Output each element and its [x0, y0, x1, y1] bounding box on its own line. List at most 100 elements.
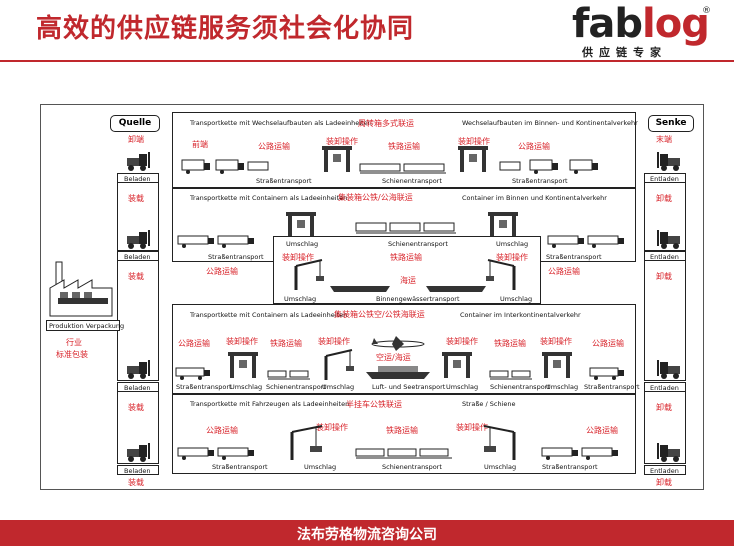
page-title: 高效的供应链服务须社会化协同: [36, 14, 415, 44]
ship-icon: [366, 366, 430, 379]
chain2-road1: 公路运输: [206, 267, 238, 276]
beladen-box-2: Beladen: [117, 251, 159, 261]
chain2-handling2: 装卸操作: [496, 253, 528, 262]
forklift-icon: [127, 230, 150, 249]
chain2-umschlag3: Umschlag: [284, 295, 317, 303]
footer-company: 法布劳格物流咨询公司: [297, 527, 437, 543]
gantry-crane-icon: [442, 352, 472, 378]
chain4-title-right: Straße / Schiene: [462, 400, 516, 408]
sink-unload-1: 卸载: [656, 194, 672, 203]
chain1-title-right: Wechselaufbauten im Binnen- und Kontinen…: [462, 119, 638, 127]
truck-icon: [589, 367, 624, 380]
chain2-strassen2: Straßentransport: [546, 253, 602, 261]
entladen-label-3: Entladen: [650, 384, 679, 392]
entladen-label-1: Entladen: [650, 175, 679, 183]
beladen-box-3: Beladen: [117, 382, 159, 392]
chain2-title-cn: 集装箱公铁/公海联运: [338, 193, 413, 202]
sink-end: 末端: [656, 135, 672, 144]
chain3-title-cn: 集装箱公铁空/公铁海联运: [334, 310, 425, 319]
gantry-crane-icon: [322, 146, 352, 172]
chain4-handling1: 装卸操作: [316, 423, 348, 432]
chain1-handling: 装卸操作: [326, 137, 358, 146]
production-label: Produktion Verpackung: [49, 322, 125, 330]
chain3-title: Transportkette mit Containern als Ladeei…: [190, 311, 348, 319]
chain3-schienen1: Schienentransport: [266, 383, 326, 391]
source-load-1: 装载: [128, 194, 144, 203]
truck-icon: [541, 447, 618, 460]
chain1-road1: 公路运输: [258, 142, 290, 151]
harbor-crane-icon: [290, 425, 323, 460]
chain4-strassen2: Straßentransport: [542, 463, 598, 471]
chain3-schienen2: Schienentransport: [490, 383, 550, 391]
logo-subtitle: 供应链专家: [582, 46, 667, 59]
chain1-strassen2: Straßentransport: [512, 177, 568, 185]
beladen-box-4: Beladen: [117, 465, 159, 475]
entladen-label-4: Entladen: [650, 467, 679, 475]
header-divider: [0, 60, 734, 62]
beladen-label-4: Beladen: [124, 467, 151, 475]
forklift-icon: [127, 152, 150, 171]
sink-column-2: [644, 261, 686, 381]
harbor-crane-icon: [324, 349, 354, 380]
chain2-sea: 海运: [400, 276, 416, 285]
train-icon: [355, 222, 456, 234]
chain2-road2: 公路运输: [548, 267, 580, 276]
beladen-label-1: Beladen: [124, 175, 151, 183]
chain2-binnen: Binnengewässertransport: [376, 295, 460, 303]
barge-icon: [330, 286, 486, 292]
chain1-title: Transportkette mit Wechselaufbauten als …: [190, 119, 372, 127]
company-logo: fablog ® 供应链专家: [572, 1, 711, 59]
gantry-crane-icon: [542, 352, 572, 378]
chain3-title-right: Container im Interkontinentalverkehr: [460, 311, 581, 319]
truck-icon: [175, 367, 210, 380]
chain3-strassen1: Straßentransport: [176, 383, 232, 391]
beladen-label-3: Beladen: [124, 384, 151, 392]
footer-bar: 法布劳格物流咨询公司: [0, 520, 734, 546]
logo-registered-mark: ®: [702, 6, 711, 16]
diagram-frame: [40, 104, 704, 490]
airplane-icon: [371, 336, 425, 351]
chain2-strassen1: Straßentransport: [208, 253, 264, 261]
industry-label: 行业: [66, 338, 82, 347]
chain4-title-cn: 半挂车公铁联运: [346, 400, 402, 409]
logo-text-a: fab: [572, 1, 643, 47]
chain1-rail: 铁路运输: [388, 142, 420, 151]
gantry-crane-icon: [488, 212, 518, 238]
chain3-handling3: 装卸操作: [446, 337, 478, 346]
chain4-umschlag2: Umschlag: [484, 463, 517, 471]
chain4-road1: 公路运输: [206, 426, 238, 435]
logo-text-b: log: [642, 1, 710, 47]
chain1-strassen1: Straßentransport: [256, 177, 312, 185]
forklift-icon: [657, 443, 680, 462]
chain4-handling2: 装卸操作: [456, 423, 488, 432]
harbor-crane-icon: [486, 259, 516, 290]
sink-unload-2: 卸载: [656, 272, 672, 281]
chain1-panel: [172, 112, 636, 188]
sink-label: Senke: [648, 115, 694, 132]
chain2-umschlag2: Umschlag: [496, 240, 529, 248]
chain4-schienen: Schienentransport: [382, 463, 442, 471]
gantry-crane-icon: [286, 212, 316, 238]
source-load-3: 装载: [128, 403, 144, 412]
truck-icon: [181, 159, 269, 174]
sink-unload-end: 卸载: [656, 478, 672, 487]
entladen-box-1: Entladen: [644, 173, 686, 183]
forklift-icon: [127, 443, 150, 462]
chain4-road2: 公路运输: [586, 426, 618, 435]
train-icon: [267, 370, 310, 380]
gantry-crane-icon: [458, 146, 488, 172]
production-box: Produktion Verpackung: [46, 320, 124, 331]
chain3-strassen2: Straßentransport: [584, 383, 640, 391]
source-label: Quelle: [110, 115, 160, 132]
standard-pack-label: 标准包装: [56, 350, 88, 359]
chain3-umschlag1: Umschlag: [230, 383, 263, 391]
forklift-icon: [657, 230, 680, 249]
chain2-rail: 铁路运输: [390, 253, 422, 262]
chain3-handling4: 装卸操作: [540, 337, 572, 346]
source-load-2: 装载: [128, 272, 144, 281]
chain3-handling1: 装卸操作: [226, 337, 258, 346]
chain3-rail1: 铁路运输: [270, 339, 302, 348]
truck-icon: [177, 235, 254, 248]
forklift-icon: [657, 360, 680, 379]
chain2-title: Transportkette mit Containern als Ladeei…: [190, 194, 348, 202]
